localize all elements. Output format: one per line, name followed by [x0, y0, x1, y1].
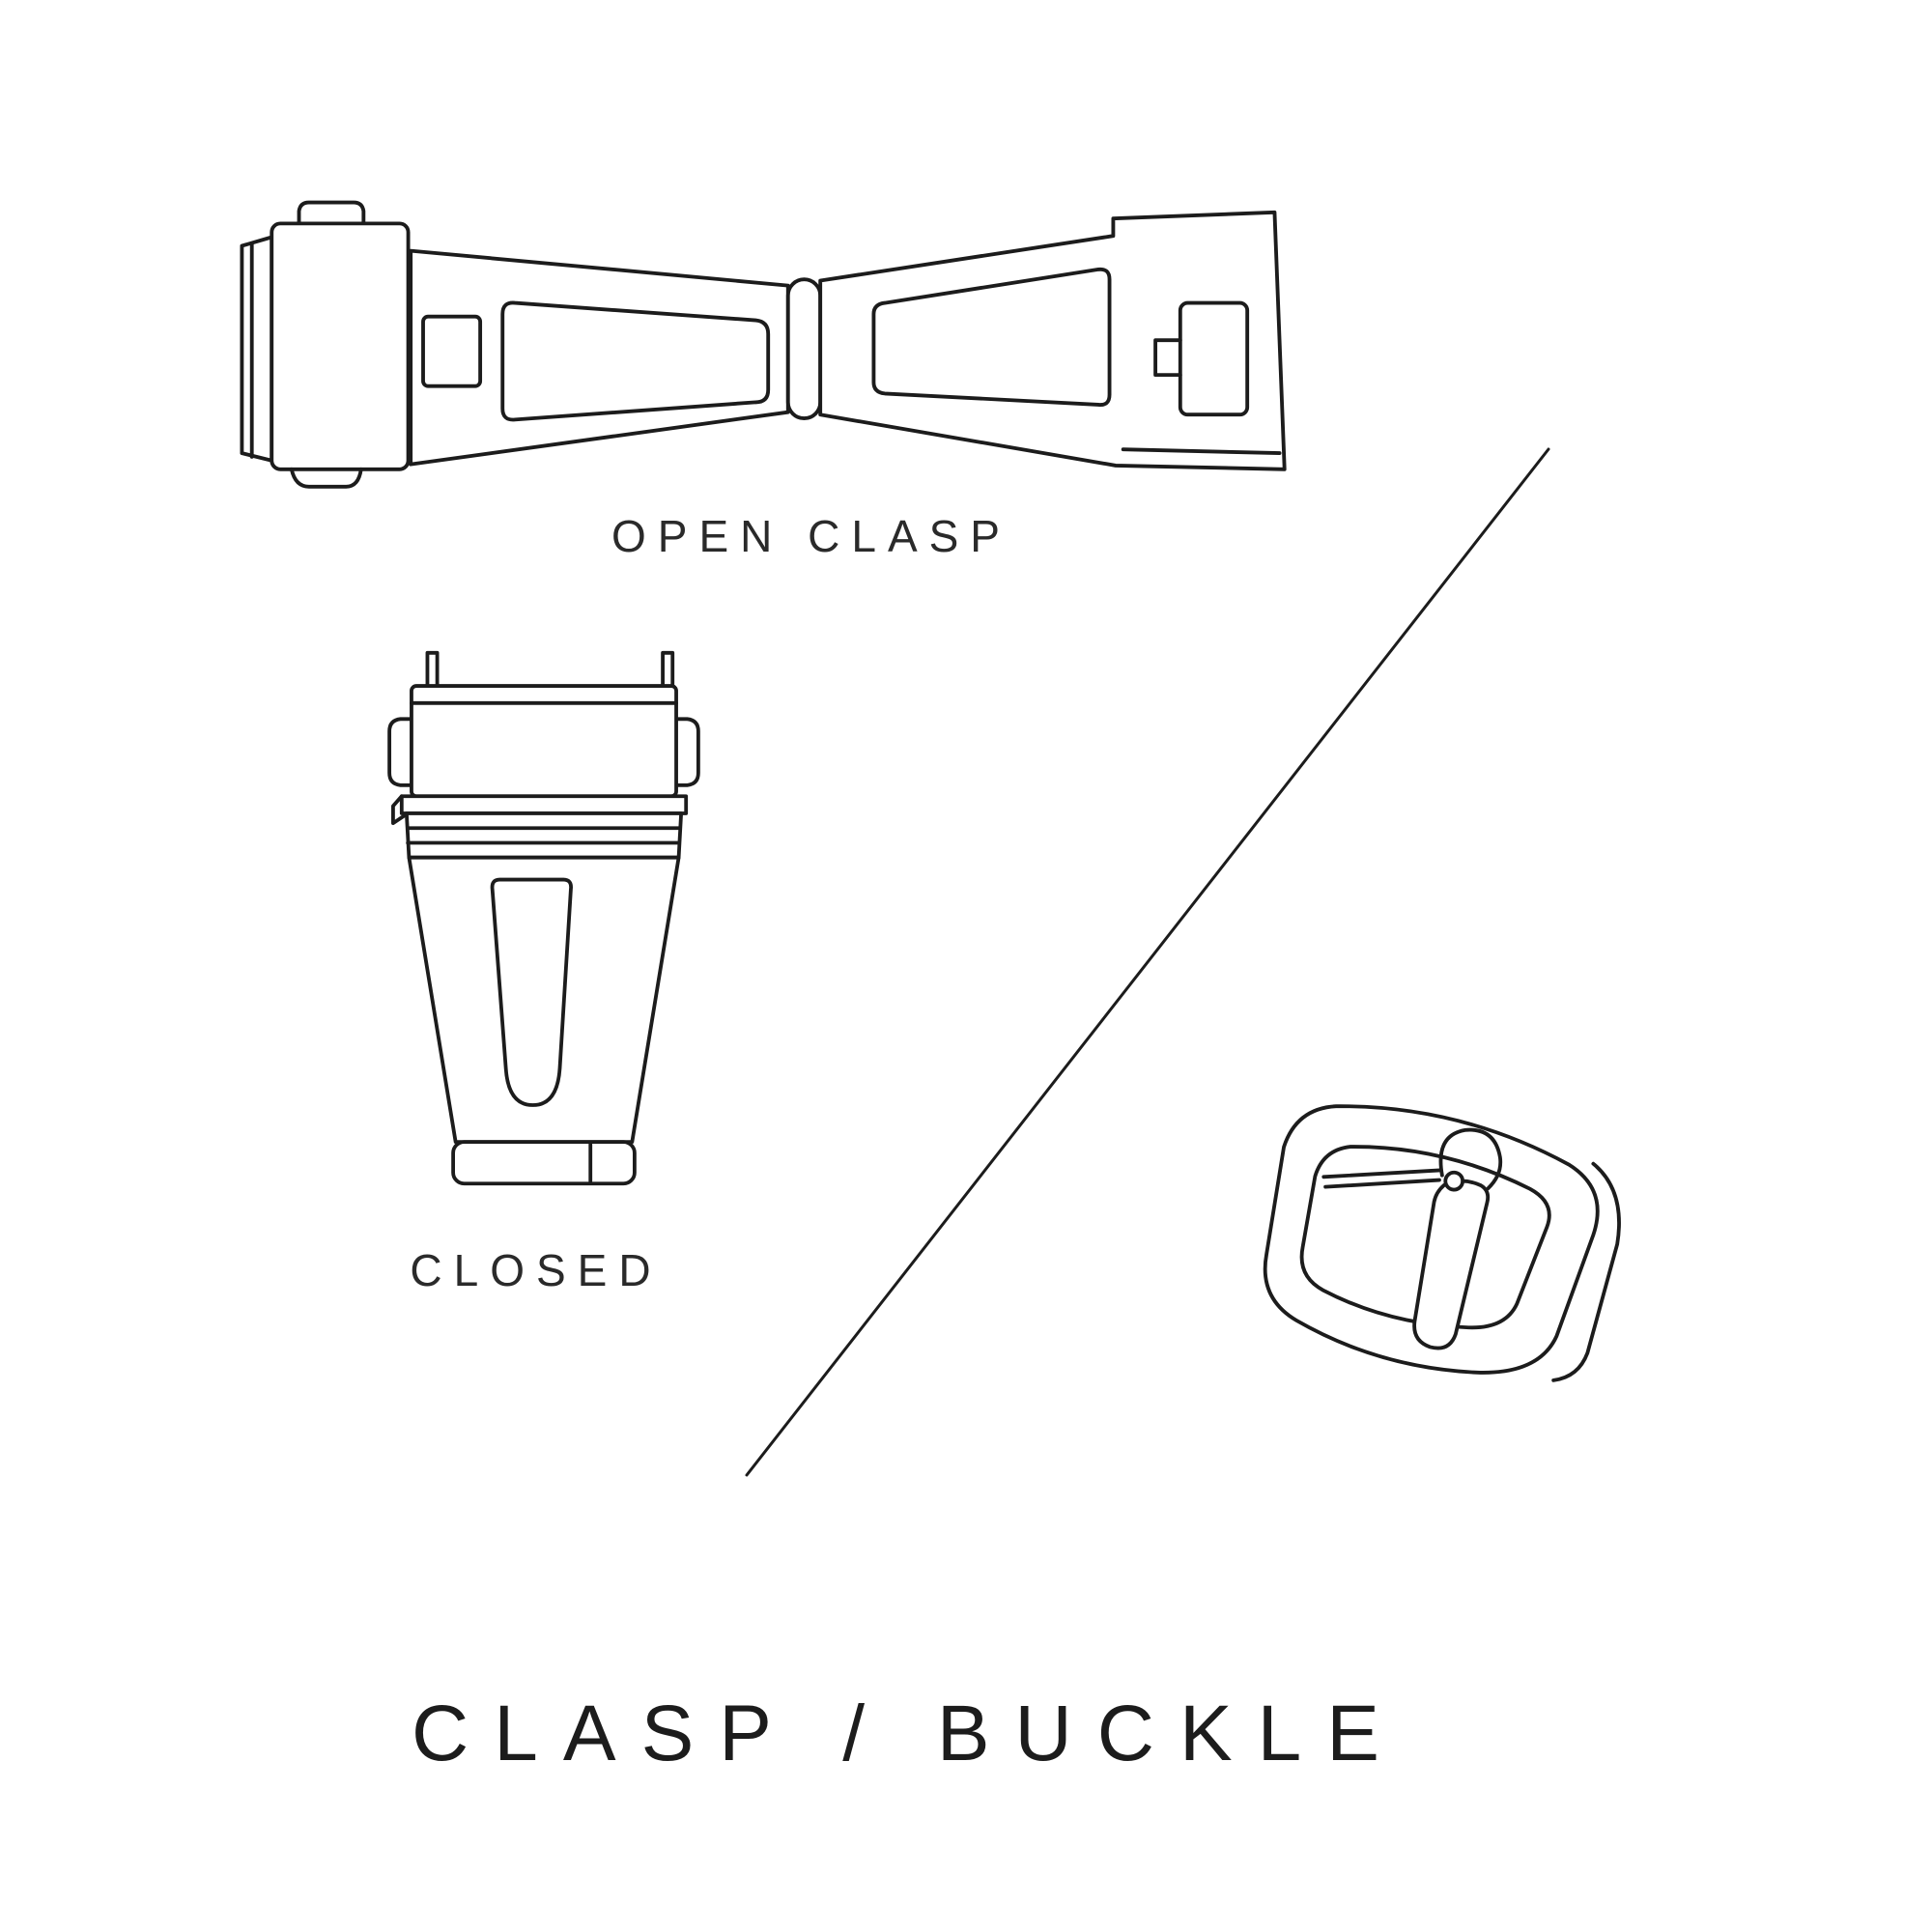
closed-clasp-label: CLOSED [410, 1245, 663, 1295]
tang-buckle-illustration [1263, 1104, 1621, 1382]
closed-clasp-illustration [387, 650, 700, 1186]
open-clasp-illustration [240, 200, 1287, 489]
page-title: CLASP / BUCKLE [412, 1690, 1405, 1777]
open-clasp-label: OPEN CLASP [611, 511, 1011, 561]
diagonal-divider-line [745, 447, 1550, 1477]
